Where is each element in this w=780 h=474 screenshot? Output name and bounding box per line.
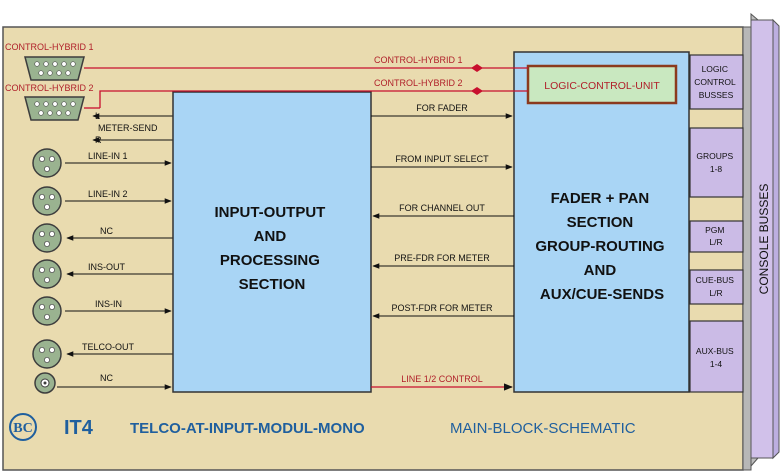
signal-post-fdr: POST-FDR FOR METER [392, 303, 494, 313]
aux-bus-box [689, 320, 744, 393]
pgm-label: PGM L/R [705, 225, 727, 247]
line-in-2-label: LINE-IN 2 [88, 189, 128, 199]
logic-control-unit-box [526, 64, 678, 105]
bc-logo-icon: BC [9, 413, 37, 441]
xlr-connector-line-in-1-icon [32, 148, 62, 178]
pgm-bus-box [689, 220, 744, 253]
bnc-connector-icon [34, 372, 56, 394]
schematic-subtitle: MAIN-BLOCK-SCHEMATIC [450, 420, 636, 437]
signal-for-channel-out: FOR CHANNEL OUT [399, 203, 485, 213]
xlr-connector-ins-in-icon [32, 296, 62, 326]
telco-out-label: TELCO-OUT [82, 342, 135, 352]
signal-control-hybrid-1: CONTROL-HYBRID 1 [374, 55, 463, 65]
xlr-connector-line-in-2-icon [32, 186, 62, 216]
db9-connector-1-icon [24, 56, 85, 81]
fader-section-title: FADER + PAN SECTION GROUP-ROUTING AND AU… [535, 190, 668, 303]
fader-pan-block [513, 51, 690, 393]
control-hybrid-1-connector-label: CONTROL-HYBRID 1 [5, 42, 94, 52]
meter-send-label: METER-SEND [98, 123, 158, 133]
ins-out-label: INS-OUT [88, 262, 126, 272]
signal-from-input-select: FROM INPUT SELECT [395, 154, 489, 164]
model-label: IT4 [64, 417, 94, 439]
xlr-connector-ins-out-icon [32, 259, 62, 289]
logic-busses-label: LOGIC CONTROL BUSSES [694, 64, 738, 100]
line-in-1-label: LINE-IN 1 [88, 151, 128, 161]
svg-text:BC: BC [13, 421, 32, 436]
logic-control-unit-label: LOGIC-CONTROL-UNIT [544, 80, 660, 92]
diamond-marker-2-icon [471, 87, 483, 95]
ins-in-label: INS-IN [95, 299, 122, 309]
diamond-marker-1-icon [471, 64, 483, 72]
xlr-connector-telco-out-icon [32, 339, 62, 369]
nc-1-label: NC [100, 226, 113, 236]
nc-2-label: NC [100, 373, 113, 383]
xlr-connector-nc-1-icon [32, 223, 62, 253]
control-hybrid-lines [84, 67, 528, 109]
cue-bus-box [689, 269, 744, 305]
signal-pre-fdr: PRE-FDR FOR METER [394, 253, 490, 263]
control-hybrid-2-connector-label: CONTROL-HYBRID 2 [5, 83, 94, 93]
signal-for-fader: FOR FADER [416, 103, 468, 113]
signal-line-control: LINE 1/2 CONTROL [401, 374, 483, 384]
io-section-title: INPUT-OUTPUT AND PROCESSING SECTION [214, 204, 329, 293]
cue-bus-label: CUE-BUS L/R [696, 275, 737, 298]
meter-r-label: R [95, 135, 102, 145]
console-busses-label: CONSOLE BUSSES [757, 184, 771, 295]
groups-label: GROUPS 1-8 [696, 151, 735, 174]
input-output-block [172, 91, 372, 393]
db9-connector-2-icon [24, 96, 85, 121]
meter-l-label: L [95, 111, 100, 121]
module-title: TELCO-AT-INPUT-MODUL-MONO [130, 420, 365, 437]
signal-control-hybrid-2: CONTROL-HYBRID 2 [374, 78, 463, 88]
logic-control-busses-box [689, 54, 744, 110]
groups-bus-box [689, 127, 744, 198]
xlr-connectors [32, 148, 62, 369]
aux-bus-label: AUX-BUS 1-4 [696, 346, 736, 369]
